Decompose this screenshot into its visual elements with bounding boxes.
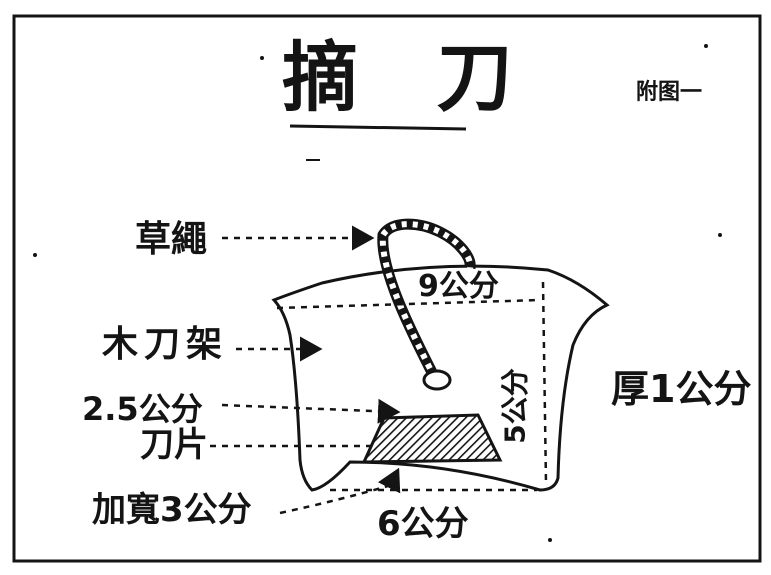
- label-bottom-width: 6公分: [377, 504, 469, 544]
- speck: [704, 44, 708, 48]
- title-underline: [289, 124, 467, 131]
- figure-label: 附图一: [636, 80, 703, 105]
- straw-rope-inner: [379, 221, 474, 390]
- label-straw-rope: 草繩: [135, 219, 208, 260]
- leader-width-2-5: [221, 398, 401, 424]
- label-thickness: 厚1公分: [611, 367, 752, 411]
- label-wooden-holder: 木刀架: [102, 324, 229, 365]
- speck: [33, 253, 37, 257]
- speck: [260, 56, 264, 60]
- blade-shape: [361, 413, 503, 464]
- rope-hole: [422, 369, 452, 391]
- label-top-width: 9公分: [418, 269, 499, 304]
- label-width-2-5: 2.5公分: [82, 390, 203, 428]
- frame-border: [12, 14, 762, 563]
- leader-widen-3: [279, 467, 401, 515]
- label-widen-3: 加寬3公分: [92, 490, 252, 530]
- speck: [548, 538, 552, 542]
- label-height: 5公分: [498, 368, 532, 444]
- page-title: 摘 刀: [282, 33, 539, 122]
- speck: [718, 233, 722, 237]
- top-width-dim: [276, 298, 541, 310]
- label-blade: 刀片: [140, 425, 208, 465]
- height-dim: [541, 281, 548, 485]
